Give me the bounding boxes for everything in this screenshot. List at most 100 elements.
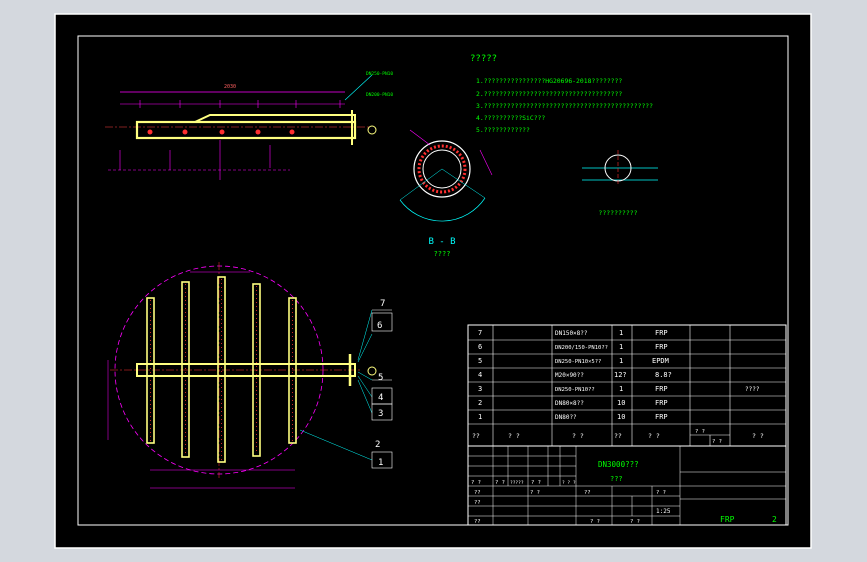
bom-row-3-qty: 1 bbox=[619, 385, 623, 393]
bom-header-material: ? ? bbox=[648, 432, 660, 440]
tb-label-6: ?? bbox=[474, 490, 481, 496]
plan-view: 7 6 5 4 3 2 1 bbox=[107, 262, 393, 489]
title-block-frame bbox=[467, 445, 787, 526]
tb-label-3: ????? bbox=[510, 480, 524, 486]
bom-row-4-mat: 8.8? bbox=[655, 371, 672, 379]
note-line-3: 3.??????????????????????????????????????… bbox=[476, 102, 653, 110]
note-line-2: 2.???????????????????????????????????? bbox=[476, 90, 622, 98]
lateral-holes bbox=[150, 279, 293, 460]
bom-row-7-name: DN150×8?? bbox=[555, 330, 588, 337]
bom-row-6-name: DN200/150-PN10?? bbox=[555, 345, 608, 351]
bom-row-1-name: DN80?? bbox=[555, 414, 577, 421]
bom-row-5-qty: 1 bbox=[619, 357, 623, 365]
bom-row-4-qty: 12? bbox=[614, 371, 627, 379]
title-block-grid bbox=[468, 446, 786, 525]
sheet-number: 2 bbox=[772, 515, 777, 524]
notes-title: ????? bbox=[470, 54, 497, 64]
callout-1: 1 bbox=[378, 458, 383, 468]
technical-notes: ????? 1.????????????????HG20696-2018????… bbox=[470, 54, 653, 134]
lateral-pipes bbox=[146, 276, 297, 463]
pitch-ticks bbox=[139, 100, 341, 108]
tb-label-12: ? ? bbox=[590, 519, 600, 525]
bom-row-3-name: DN250-PN10?? bbox=[555, 387, 595, 393]
drawing-scale: 1:25 bbox=[656, 508, 671, 515]
note-line-4: 4.??????????SiC??? bbox=[476, 114, 545, 122]
tb-label-9: ? ? bbox=[656, 490, 666, 496]
bom-row-1-qty: 10 bbox=[617, 413, 625, 421]
section-hatch-ring bbox=[417, 144, 467, 194]
bom-row-6-no: 6 bbox=[478, 343, 482, 351]
bom-row-1-mat: FRP bbox=[655, 413, 668, 421]
balloon-plan bbox=[367, 366, 377, 376]
drawing-material: FRP bbox=[720, 515, 735, 524]
bom-grid bbox=[468, 325, 786, 446]
section-sublabel: ???? bbox=[434, 250, 451, 258]
tb-label-13: ? ? bbox=[630, 519, 640, 525]
side-holes bbox=[147, 129, 295, 135]
bom-row-3-no: 3 bbox=[478, 385, 482, 393]
bom-row-2-name: DN80×8?? bbox=[555, 400, 584, 407]
callout-5: 5 bbox=[378, 373, 383, 383]
bom-header: ?? ? ? ? ? ?? ? ? ? ? ? ? ? ? bbox=[472, 429, 764, 445]
bom-row-6-mat: FRP bbox=[655, 343, 668, 351]
callout-6: 6 bbox=[377, 321, 382, 331]
pipe-top-profile bbox=[194, 114, 356, 123]
section-dim-b bbox=[479, 149, 493, 176]
callout-boxes bbox=[371, 309, 393, 469]
section-dim-a bbox=[409, 129, 431, 146]
section-inner-circle bbox=[422, 149, 462, 189]
drawing-sheet bbox=[54, 13, 812, 549]
overall-dimension-text: 2030 bbox=[224, 84, 236, 90]
bom-row-7-mat: FRP bbox=[655, 329, 668, 337]
section-label: B - B bbox=[428, 237, 455, 247]
drawing-frame bbox=[77, 35, 789, 526]
callout-7: 7 bbox=[380, 299, 385, 309]
bom-row-5-name: DN250-PN10×5?? bbox=[555, 359, 601, 365]
bom-header-total-weight: ? ? bbox=[712, 439, 722, 445]
bom-header-no: ?? bbox=[472, 432, 480, 440]
angle-arc bbox=[399, 197, 486, 222]
detail-label: ?????????? bbox=[598, 209, 637, 217]
bom-row-1-no: 1 bbox=[478, 413, 482, 421]
side-view: 2030 DN250-PN10 DN200-PN10 bbox=[105, 71, 393, 180]
side-label-b: DN200-PN10 bbox=[366, 92, 393, 98]
detail-view: ?????????? bbox=[582, 150, 658, 217]
balloon-side bbox=[367, 125, 377, 135]
bom-row-7-qty: 1 bbox=[619, 329, 623, 337]
drawing-name: DN3000??? bbox=[598, 460, 639, 469]
bom-header-code: ? ? bbox=[508, 432, 520, 440]
tb-label-1: ? ? bbox=[471, 480, 481, 486]
bill-of-materials: 7 DN150×8?? 1 FRP 6 DN200/150-PN10?? 1 F… bbox=[467, 324, 787, 447]
note-line-5: 5.???????????? bbox=[476, 126, 530, 134]
bom-header-qty: ?? bbox=[614, 432, 622, 440]
bom-header-note: ? ? bbox=[752, 432, 764, 440]
title-block-labels: ? ? ? ? ????? ? ? ? ? ? ?? ? ? ?? ? ? ??… bbox=[471, 480, 666, 525]
main-pipe-side bbox=[135, 120, 357, 140]
tb-label-7: ? ? bbox=[530, 490, 540, 496]
bom-rows: 7 DN150×8?? 1 FRP 6 DN200/150-PN10?? 1 F… bbox=[478, 329, 760, 421]
tb-label-8: ?? bbox=[584, 490, 591, 496]
section-bb-view: B - B ???? bbox=[399, 129, 493, 258]
title-block: DN3000??? ??? FRP 2 1:25 ? ? ? ? ????? ?… bbox=[467, 445, 787, 526]
bom-row-4-name: M20×90?? bbox=[555, 372, 584, 379]
bom-row-6-qty: 1 bbox=[619, 343, 623, 351]
bom-row-5-no: 5 bbox=[478, 357, 482, 365]
bom-row-3-mat: FRP bbox=[655, 385, 668, 393]
tb-label-2: ? ? bbox=[495, 480, 505, 486]
header-pipe bbox=[136, 363, 356, 377]
bom-header-unit-weight: ? ? bbox=[695, 429, 705, 435]
bom-row-5-mat: EPDM bbox=[652, 357, 669, 365]
angle-ray-1 bbox=[399, 168, 443, 201]
tb-label-11: ?? bbox=[474, 519, 481, 525]
callout-2: 2 bbox=[375, 440, 380, 450]
tb-label-5: ? ? ? bbox=[562, 480, 576, 486]
bom-header-name: ? ? bbox=[572, 432, 584, 440]
callout-4: 4 bbox=[378, 393, 383, 403]
angle-ray-2 bbox=[441, 168, 486, 199]
bom-row-2-no: 2 bbox=[478, 399, 482, 407]
section-outer-circle bbox=[413, 140, 471, 198]
leader-line-a bbox=[344, 74, 373, 101]
tb-label-4: ? ? bbox=[531, 480, 541, 486]
bom-row-3-note: ???? bbox=[745, 386, 760, 393]
